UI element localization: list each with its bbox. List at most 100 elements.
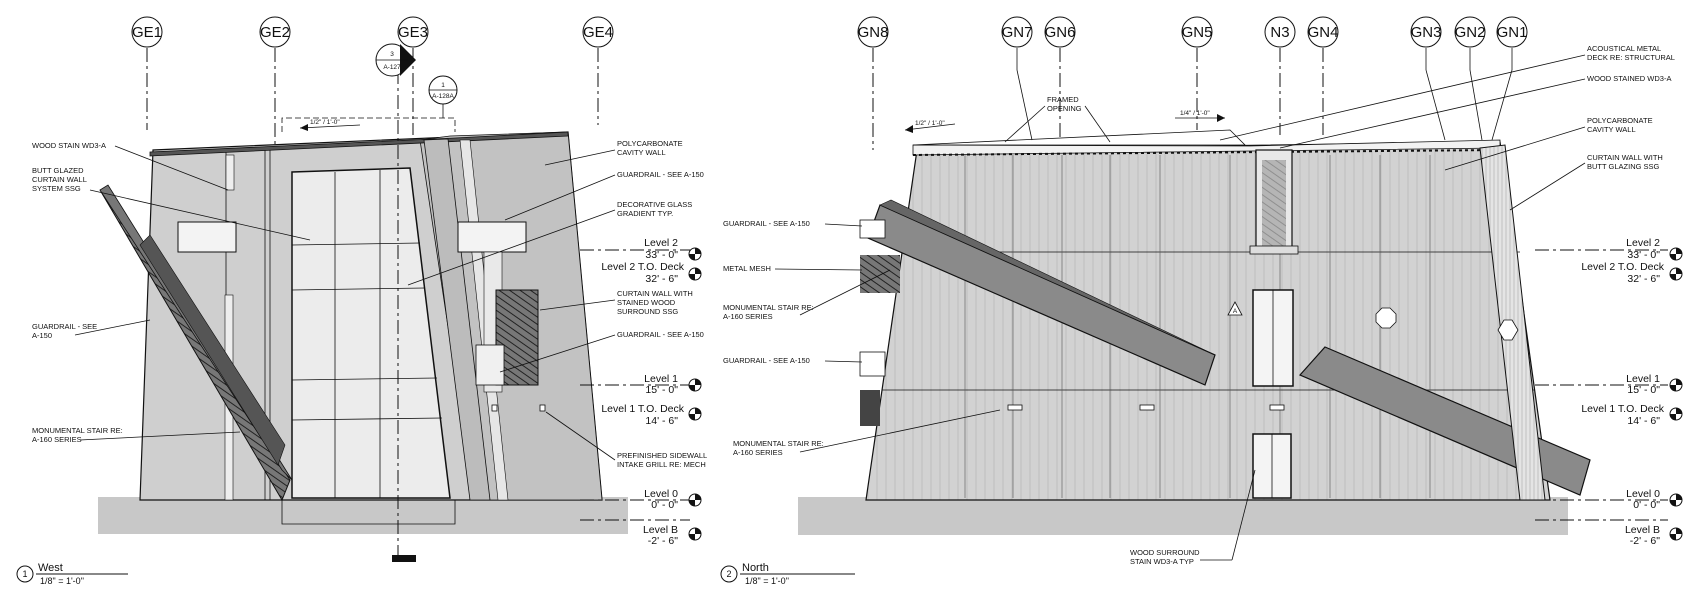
- west-curtain-wall: [291, 167, 451, 499]
- svg-text:BUTT GLAZING SSG: BUTT GLAZING SSG: [1587, 162, 1660, 171]
- svg-text:15' - 0": 15' - 0": [645, 384, 678, 396]
- tag-a: A: [1227, 301, 1243, 316]
- svg-text:PREFINISHED SIDEWALL: PREFINISHED SIDEWALL: [617, 451, 707, 460]
- svg-text:SYSTEM SSG: SYSTEM SSG: [32, 184, 81, 193]
- svg-text:Level 2 T.O. Deck: Level 2 T.O. Deck: [601, 261, 684, 273]
- north-metal-mesh: [860, 255, 900, 293]
- svg-text:GN8: GN8: [858, 24, 889, 41]
- svg-text:ACOUSTICAL METAL: ACOUSTICAL METAL: [1587, 44, 1661, 53]
- grid-gn7: GN7: [1001, 16, 1033, 141]
- svg-text:Level B: Level B: [1625, 524, 1660, 536]
- svg-text:CAVITY WALL: CAVITY WALL: [1587, 125, 1636, 134]
- svg-text:POLYCARBONATE: POLYCARBONATE: [617, 139, 683, 148]
- svg-text:INTAKE GRILL RE: MECH: INTAKE GRILL RE: MECH: [617, 460, 706, 469]
- west-level-1-deck: Level 1 T.O. Deck 14' - 6": [601, 403, 702, 427]
- svg-text:GUARDRAIL - SEE A-150: GUARDRAIL - SEE A-150: [617, 330, 704, 339]
- svg-text:0' - 0": 0' - 0": [651, 499, 678, 511]
- north-title-name: North: [742, 562, 769, 574]
- svg-text:Level 2: Level 2: [1626, 237, 1660, 249]
- svg-text:1: 1: [441, 82, 445, 89]
- west-grid-bubbles: GE1 GE2 GE3 GE4 3 A-127 1: [131, 16, 614, 145]
- svg-text:2: 2: [726, 569, 731, 579]
- svg-text:Level 0: Level 0: [644, 488, 678, 500]
- svg-text:3: 3: [390, 51, 394, 58]
- north-level-b: Level B -2' - 6": [1535, 519, 1683, 547]
- svg-text:CURTAIN WALL: CURTAIN WALL: [32, 175, 87, 184]
- north-level-2: Level 2 33' - 0": [1535, 237, 1683, 261]
- svg-text:DECK RE: STRUCTURAL: DECK RE: STRUCTURAL: [1587, 53, 1675, 62]
- grid-ge3: GE3: [397, 16, 429, 135]
- north-grid-bubbles: GN8 GN7 GN6 GN5 N3 GN4 GN3 GN2 GN1 1/2" …: [857, 16, 1528, 150]
- svg-text:Level B: Level B: [643, 524, 678, 536]
- svg-text:CURTAIN WALL WITH: CURTAIN WALL WITH: [617, 289, 693, 298]
- svg-text:MONUMENTAL STAIR RE:: MONUMENTAL STAIR RE:: [723, 303, 814, 312]
- grid-gn1: GN1: [1491, 16, 1528, 141]
- svg-text:Level 2: Level 2: [644, 237, 678, 249]
- north-level-1-deck: Level 1 T.O. Deck 14' - 6": [1581, 403, 1683, 427]
- svg-text:N3: N3: [1270, 24, 1289, 41]
- svg-text:A: A: [1233, 308, 1238, 315]
- grid-gn6: GN6: [1044, 16, 1076, 140]
- svg-text:-2' - 6": -2' - 6": [1630, 535, 1661, 547]
- west-level-markers: Level 2 33' - 0" Level 2 T.O. Deck 32' -…: [580, 237, 702, 547]
- detail-tag: 1 A-128A: [428, 75, 458, 118]
- north-tag-octagon: [1375, 307, 1397, 329]
- svg-text:14' - 6": 14' - 6": [1627, 415, 1660, 427]
- svg-text:1/8" = 1'-0": 1/8" = 1'-0": [745, 576, 789, 586]
- north-building-body: [865, 141, 1551, 501]
- svg-text:GRADIENT TYP.: GRADIENT TYP.: [617, 209, 673, 218]
- svg-text:33' - 0": 33' - 0": [645, 249, 678, 261]
- grid-gn4: GN4: [1307, 16, 1339, 135]
- west-intake-grill: [491, 404, 498, 412]
- svg-text:Level 1 T.O. Deck: Level 1 T.O. Deck: [1581, 403, 1664, 415]
- svg-text:A-150: A-150: [32, 331, 52, 340]
- north-level-2-deck: Level 2 T.O. Deck 32' - 6": [1581, 261, 1683, 285]
- svg-text:Level 2 T.O. Deck: Level 2 T.O. Deck: [1581, 261, 1664, 273]
- svg-text:GUARDRAIL - SEE A-150: GUARDRAIL - SEE A-150: [723, 219, 810, 228]
- svg-text:MONUMENTAL STAIR RE:: MONUMENTAL STAIR RE:: [733, 439, 824, 448]
- svg-text:A-160 SERIES: A-160 SERIES: [733, 448, 783, 457]
- grid-ge1: GE1: [131, 16, 163, 130]
- section-tag: 3 A-127: [375, 43, 416, 77]
- grid-gn5: GN5: [1181, 16, 1213, 130]
- grid-ge2: GE2: [259, 16, 291, 145]
- svg-text:32' - 6": 32' - 6": [645, 273, 678, 285]
- svg-text:GUARDRAIL - SEE A-150: GUARDRAIL - SEE A-150: [723, 356, 810, 365]
- svg-text:SURROUND SSG: SURROUND SSG: [617, 307, 678, 316]
- svg-text:GN5: GN5: [1182, 24, 1213, 41]
- svg-text:GE1: GE1: [132, 24, 162, 41]
- svg-text:1/8" = 1'-0": 1/8" = 1'-0": [40, 576, 84, 586]
- west-roof: [149, 131, 569, 157]
- svg-text:GN6: GN6: [1045, 24, 1076, 41]
- svg-text:GN4: GN4: [1308, 24, 1339, 41]
- north-slope-mid: 1/4" / 1'-0": [1175, 110, 1225, 122]
- west-window-box: [177, 221, 237, 253]
- svg-text:Level 1 T.O. Deck: Level 1 T.O. Deck: [601, 403, 684, 415]
- svg-text:STAINED WOOD: STAINED WOOD: [617, 298, 676, 307]
- svg-text:0' - 0": 0' - 0": [1633, 499, 1660, 511]
- svg-text:WOOD SURROUND: WOOD SURROUND: [1130, 548, 1200, 557]
- svg-text:GE2: GE2: [260, 24, 290, 41]
- svg-text:OPENING: OPENING: [1047, 104, 1082, 113]
- west-level-2-deck: Level 2 T.O. Deck 32' - 6": [601, 261, 702, 285]
- svg-text:FRAMED: FRAMED: [1047, 95, 1079, 104]
- svg-text:14' - 6": 14' - 6": [645, 415, 678, 427]
- north-ground: [798, 497, 1568, 535]
- grid-gn2: GN2: [1454, 16, 1486, 141]
- svg-text:1/2" / 1'-0": 1/2" / 1'-0": [915, 120, 945, 127]
- svg-text:GN3: GN3: [1411, 24, 1442, 41]
- svg-text:Level 1: Level 1: [644, 373, 678, 385]
- west-level-2: Level 2 33' - 0": [580, 237, 702, 261]
- svg-text:A-160 SERIES: A-160 SERIES: [32, 435, 82, 444]
- svg-text:A-128A: A-128A: [432, 93, 454, 100]
- svg-text:CURTAIN WALL WITH: CURTAIN WALL WITH: [1587, 153, 1663, 162]
- north-level-1: Level 1 15' - 0": [1535, 373, 1683, 396]
- svg-text:Level 0: Level 0: [1626, 488, 1660, 500]
- west-view-title: 1 West 1/8" = 1'-0": [16, 562, 128, 586]
- svg-text:STAIN WD3-A TYP: STAIN WD3-A TYP: [1130, 557, 1194, 566]
- svg-text:BUTT GLAZED: BUTT GLAZED: [32, 166, 84, 175]
- north-view-title: 2 North 1/8" = 1'-0": [720, 562, 855, 586]
- svg-text:MONUMENTAL STAIR RE:: MONUMENTAL STAIR RE:: [32, 426, 123, 435]
- svg-text:GE4: GE4: [583, 24, 613, 41]
